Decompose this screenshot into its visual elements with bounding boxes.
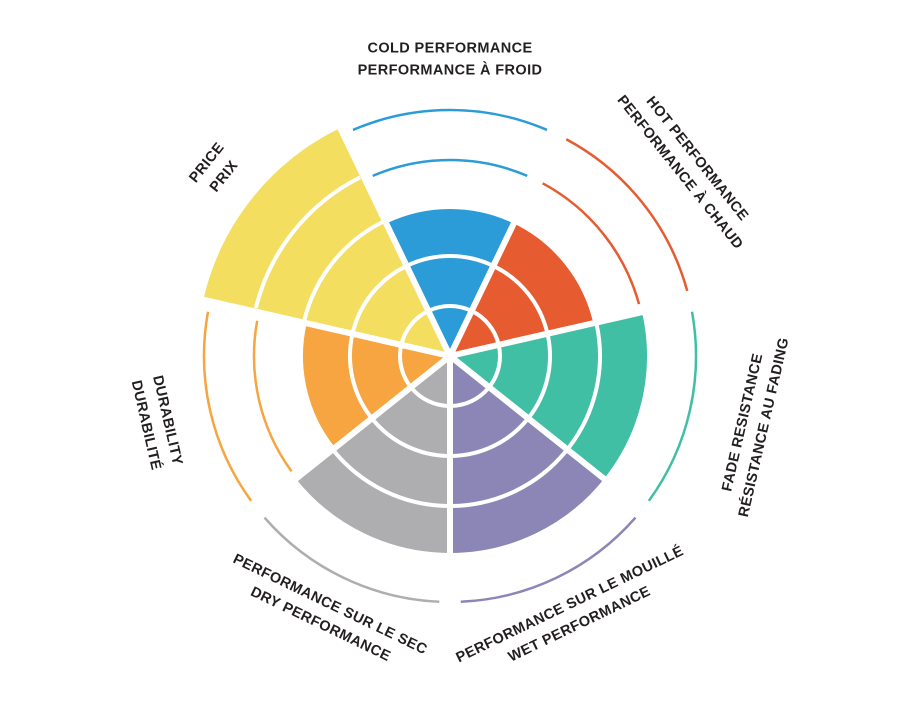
segment-fade-ring-divider [488, 345, 502, 388]
segment-fade-ring-divider [567, 324, 602, 449]
segment-cold-wedge [381, 202, 519, 359]
segment-price-ring-divider [302, 220, 384, 321]
segment-cold-ring-divider [407, 254, 493, 267]
segment-dry-outline-arc [263, 516, 440, 604]
segment-dry-wedge [290, 353, 453, 559]
segment-hot-outline-arc [542, 182, 641, 305]
segment-cold-outline-arc [372, 158, 528, 178]
segment-price-ring-divider [350, 264, 406, 333]
segment-hot-ring-divider [494, 264, 550, 333]
segment-hot-ring-divider [471, 309, 501, 345]
segment-dry-ring-divider [409, 386, 450, 408]
segment-price-ring-divider [253, 175, 361, 309]
segment-fade-outline-arc [647, 311, 698, 502]
segment-durability-outline-arc [202, 311, 253, 502]
segment-durability-wedge [297, 319, 453, 453]
segment-wet-outline-arc [460, 516, 637, 604]
segment-price-ring-divider [399, 309, 429, 345]
segment-cold-ring-divider [428, 304, 472, 313]
segment-price-wedge [197, 122, 453, 359]
segment-dry-ring-divider [332, 450, 448, 508]
segment-durability-ring-divider [348, 335, 373, 419]
segment-wet-wedge [447, 353, 610, 559]
segment-dry-ring-divider [371, 418, 449, 458]
segment-wet-ring-divider [451, 418, 529, 458]
segment-wet-ring-divider [452, 450, 568, 508]
segment-durability-ring-divider [398, 345, 412, 388]
segment-cold-outline-arc [352, 108, 548, 132]
segment-durability-outline-arc [252, 320, 293, 473]
segment-wet-ring-divider [450, 386, 491, 408]
segment-hot-outline-arc [565, 138, 689, 292]
segment-fade-ring-divider [527, 335, 552, 419]
